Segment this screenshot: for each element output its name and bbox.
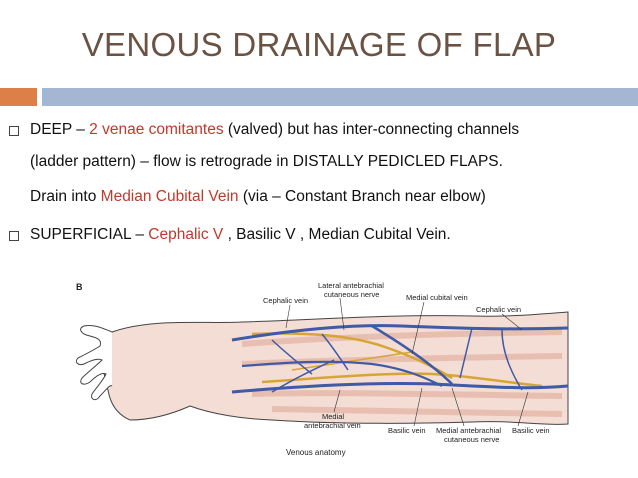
accent-bar-blue [42,88,638,106]
label-basilic-vein-1: Basilic vein [388,426,426,435]
vein-branches [271,327,523,393]
bullet-square-icon [9,126,19,136]
label-medial-vein-1: Medial [322,412,344,421]
venae-comitantes-highlight: 2 venae comitantes [89,121,224,138]
basilic-vein [231,381,569,394]
panel-letter: B [76,282,83,292]
venous-anatomy-figure: B Cephalic vein Lateral antebrachial cut… [75,281,569,457]
bullet-deep-line2: (ladder pattern) – flow is retrograde in… [30,153,503,170]
label-basilic-vein-2: Basilic vein [512,426,550,435]
label-lateral-nerve-2: cutaneous nerve [324,290,379,299]
bullet-superficial: SUPERFICIAL – Cephalic V , Basilic V , M… [30,226,451,244]
label-cephalic-vein-top: Cephalic vein [263,296,308,305]
bullet-deep-line1: DEEP – 2 venae comitantes (valved) but h… [30,121,519,139]
median-cubital-vein [371,324,453,385]
drain-description: (via – Constant Branch near elbow) [238,188,486,205]
label-medial-cubital-vein: Medial cubital vein [406,293,468,302]
medial-antebrachial-nerve [261,372,543,388]
accent-bar-orange [0,88,37,106]
label-cephalic-vein-right: Cephalic vein [476,305,521,314]
medial-antebrachial-vein [241,360,443,387]
label-medial-nerve-1: Medial antebrachial [436,426,501,435]
deep-label: DEEP – [30,121,90,138]
deep-description: (valved) but has inter-connecting channe… [223,121,520,138]
hand-outline [75,325,113,401]
drain-line: Drain into Median Cubital Vein (via – Co… [30,188,486,206]
superficial-description: , Basilic V , Median Cubital Vein. [223,226,451,243]
bullet-square-icon [9,231,19,241]
cephalic-vein [231,324,569,342]
slide-title: VENOUS DRAINAGE OF FLAP [81,26,557,63]
label-lateral-nerve-1: Lateral antebrachial [318,281,384,290]
figure-caption: Venous anatomy [286,448,346,457]
superficial-label: SUPERFICIAL – [30,226,149,243]
median-cubital-highlight: Median Cubital Vein [100,188,239,205]
leader-lines [285,297,529,427]
label-medial-vein-2: antebrachial vein [304,421,361,430]
label-medial-nerve-2: cutaneous nerve [444,435,499,444]
muscle-texture [241,329,563,417]
cephalic-highlight: Cephalic V [148,226,224,243]
drain-label: Drain into [30,188,101,205]
